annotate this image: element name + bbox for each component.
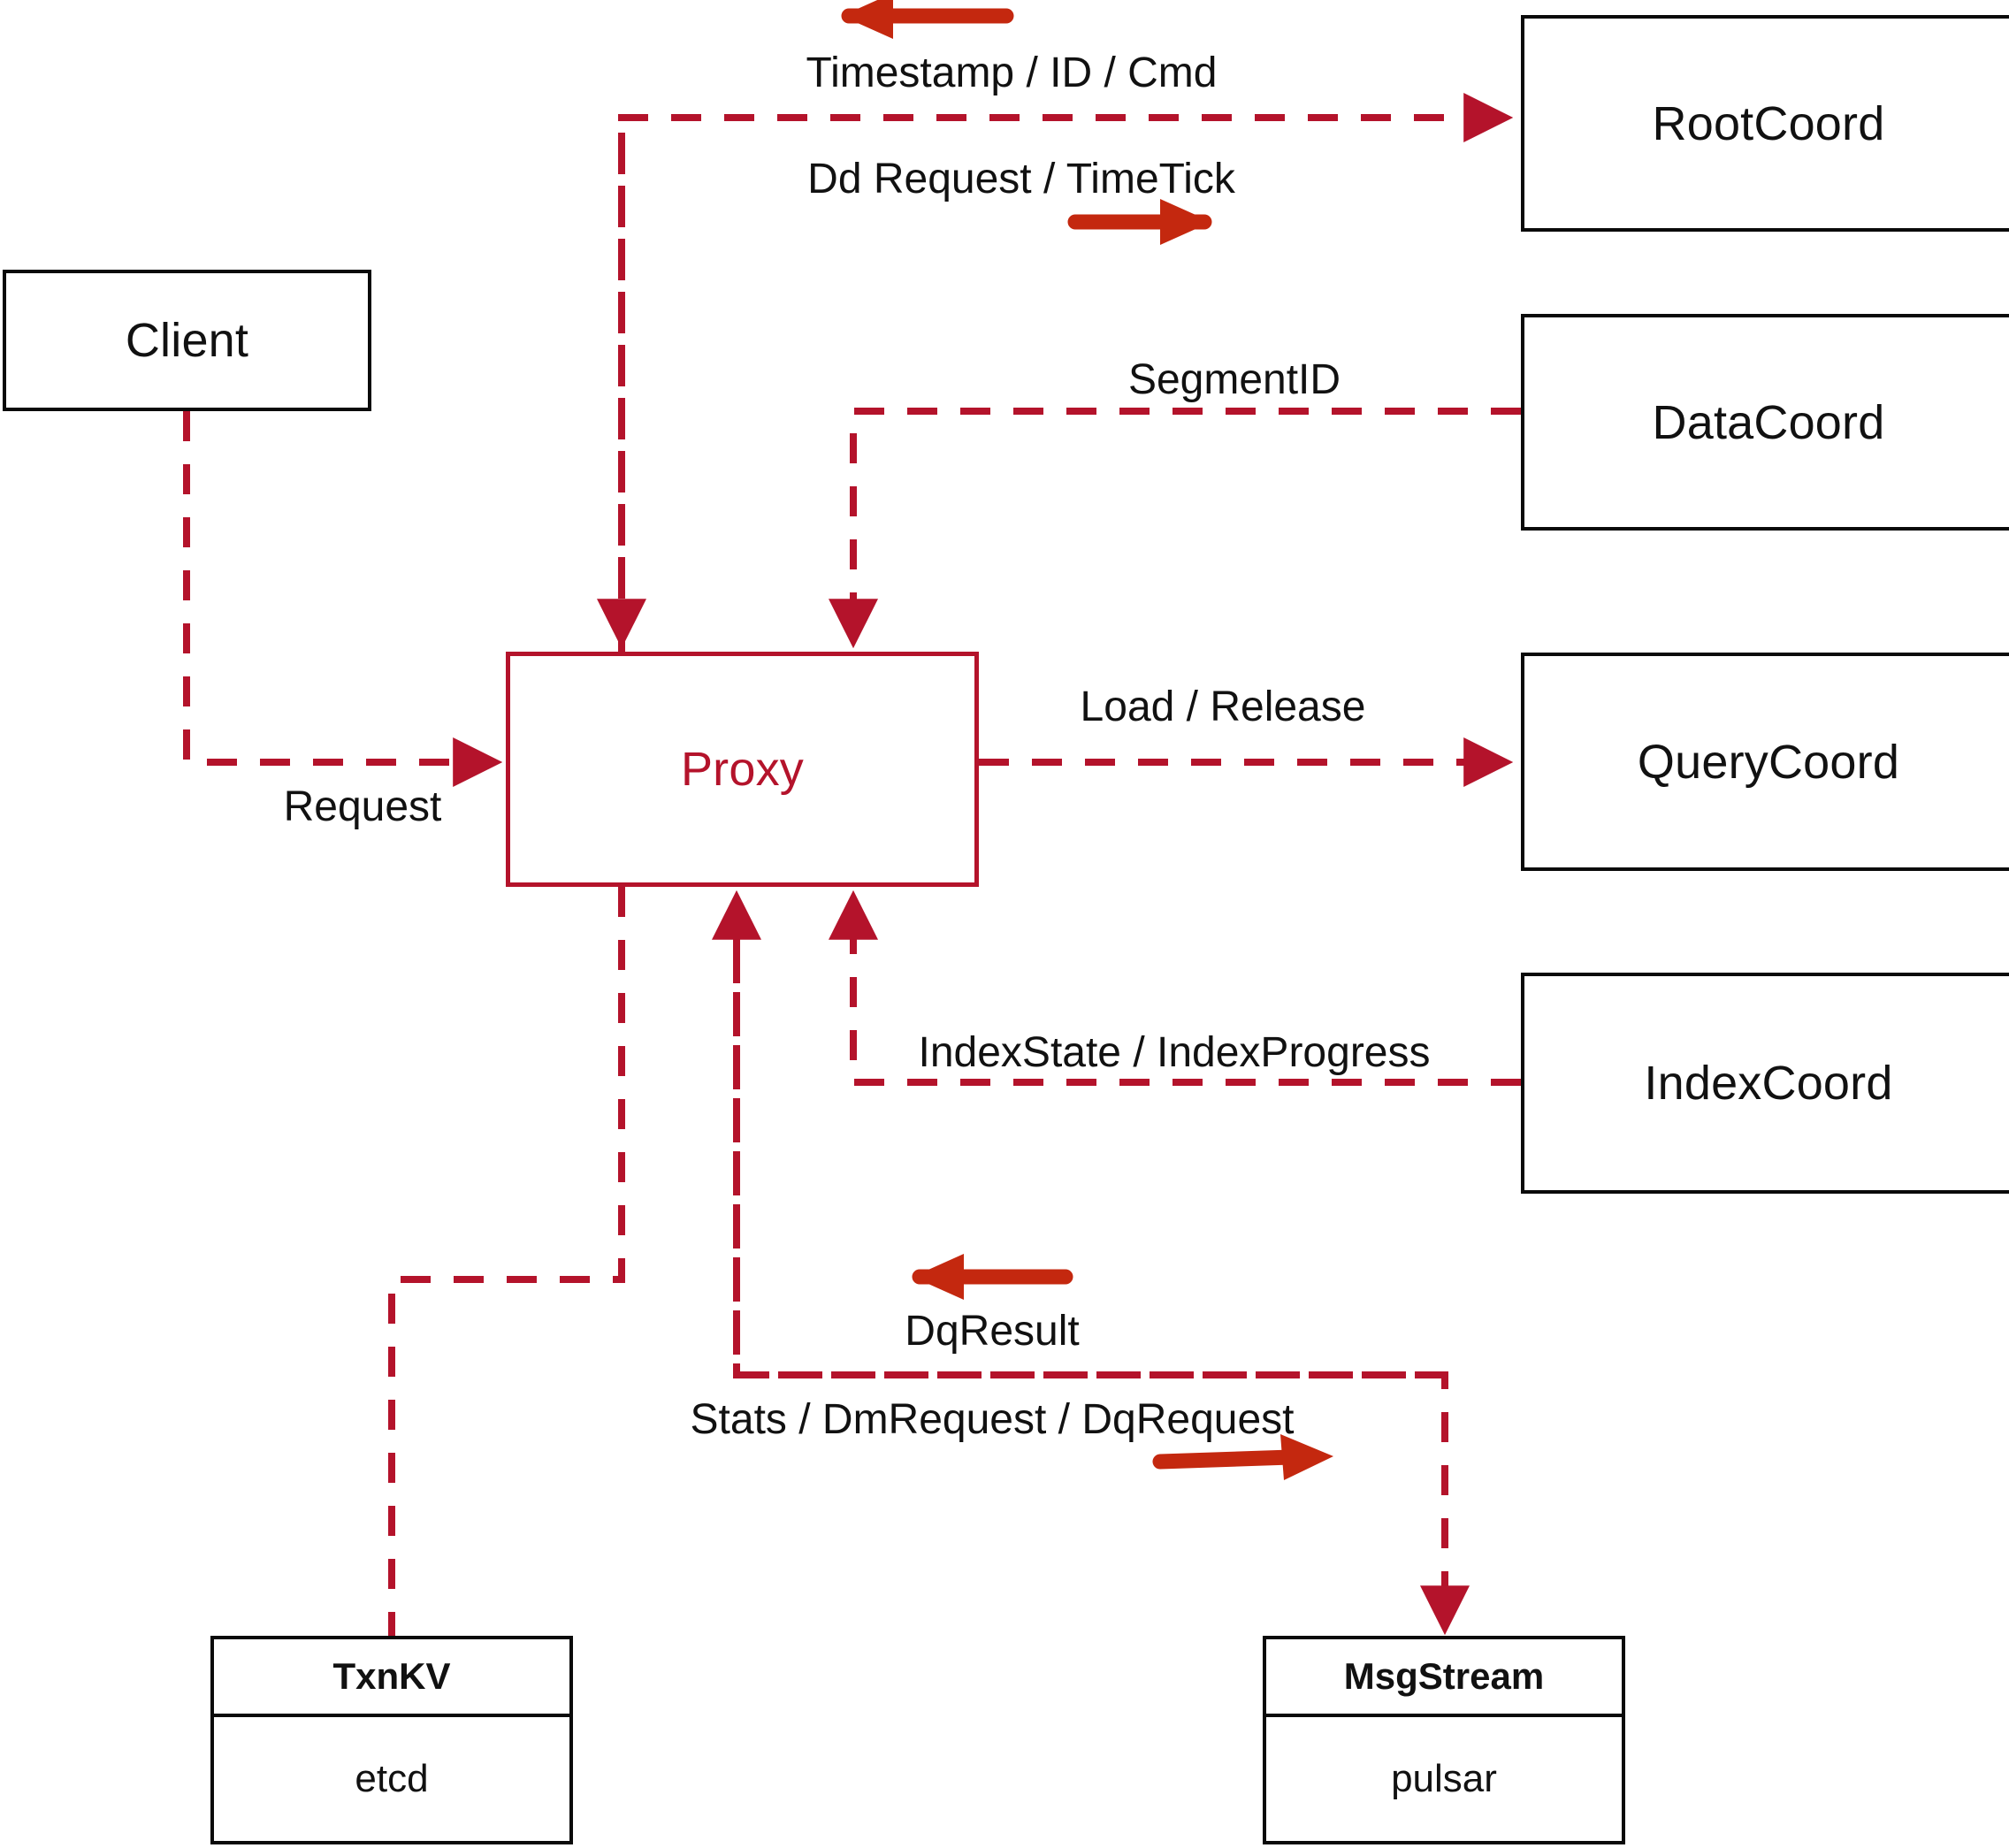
edge-client-proxy xyxy=(183,411,503,787)
node-msgstream-body: pulsar xyxy=(1391,1757,1497,1800)
node-txnkv-body: etcd xyxy=(355,1757,429,1800)
arrow-left-timestamp-id-cmd xyxy=(841,0,1014,39)
edge-label-dd-request-timetick: Dd Request / TimeTick xyxy=(807,156,1235,202)
node-msgstream-header: MsgStream xyxy=(1266,1639,1622,1717)
edge-label-dq-result: DqResult xyxy=(905,1308,1080,1355)
node-client[interactable]: Client xyxy=(3,270,371,411)
edge-proxy-rootcoord xyxy=(597,93,1514,652)
edge-proxy-msgstream xyxy=(712,890,1470,1636)
edge-datacoord-proxy xyxy=(829,408,1521,649)
node-msgstream[interactable]: MsgStream pulsar xyxy=(1263,1636,1625,1844)
arrow-right-stats-dm-dq-request xyxy=(1152,1434,1333,1480)
edge-proxy-txnkv xyxy=(388,887,625,1636)
node-indexcoord-label: IndexCoord xyxy=(1644,1057,1893,1110)
edge-label-segment-id: SegmentID xyxy=(1127,356,1341,403)
edge-label-request: Request xyxy=(283,783,442,830)
node-datacoord[interactable]: DataCoord xyxy=(1521,314,2009,531)
node-rootcoord-label: RootCoord xyxy=(1652,96,1885,150)
node-txnkv[interactable]: TxnKV etcd xyxy=(210,1636,573,1844)
edge-label-index-state-progress: IndexState / IndexProgress xyxy=(918,1029,1431,1076)
arrow-left-dq-result xyxy=(912,1254,1073,1300)
node-indexcoord[interactable]: IndexCoord xyxy=(1521,973,2009,1194)
node-rootcoord[interactable]: RootCoord xyxy=(1521,15,2009,232)
edge-indexcoord-proxy xyxy=(829,890,1521,1086)
edge-label-stats-dm-dq-request: Stats / DmRequest / DqRequest xyxy=(690,1396,1295,1443)
node-proxy-label: Proxy xyxy=(680,743,805,796)
node-querycoord-label: QueryCoord xyxy=(1637,735,1900,789)
edge-label-load-release: Load / Release xyxy=(1080,683,1366,730)
node-client-label: Client xyxy=(125,314,249,367)
arrow-right-dd-request-timetick xyxy=(1067,199,1212,245)
node-datacoord-label: DataCoord xyxy=(1652,395,1885,449)
edge-label-timestamp-id-cmd: Timestamp / ID / Cmd xyxy=(806,50,1218,96)
node-querycoord[interactable]: QueryCoord xyxy=(1521,653,2009,871)
node-txnkv-header: TxnKV xyxy=(214,1639,569,1717)
node-proxy[interactable]: Proxy xyxy=(506,652,979,887)
